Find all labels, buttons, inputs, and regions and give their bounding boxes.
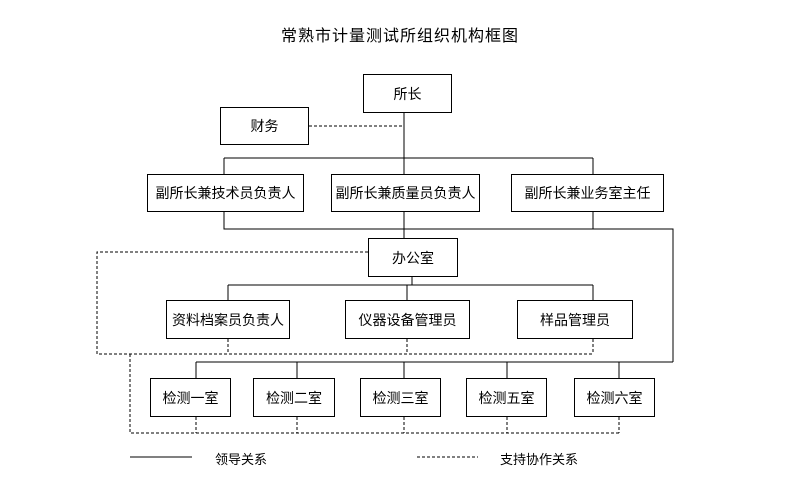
node-lab: 检测六室	[574, 378, 655, 417]
node-finance: 财务	[220, 107, 309, 145]
node-equipment-manager: 仪器设备管理员	[345, 300, 470, 339]
connector-line	[223, 212, 674, 362]
legend-leadership-label: 领导关系	[215, 453, 268, 468]
node-lab: 检测三室	[360, 378, 441, 417]
node-director: 所长	[363, 74, 452, 113]
node-deputy-tech: 副所长兼技术员负责人	[147, 174, 304, 212]
node-archivist: 资料档案员负责人	[166, 300, 290, 339]
node-deputy-quality: 副所长兼质量员负责人	[331, 174, 480, 212]
dashed-connector-line	[96, 251, 593, 355]
node-deputy-business: 副所长兼业务室主任	[511, 174, 664, 212]
node-sample-manager: 样品管理员	[517, 300, 633, 339]
node-lab: 检测二室	[253, 378, 335, 417]
chart-title: 常熟市计量测试所组织机构框图	[280, 26, 519, 45]
node-office: 办公室	[368, 238, 458, 277]
dashed-connector-line	[129, 354, 619, 434]
legend-support-label: 支持协作关系	[500, 453, 579, 468]
node-lab: 检测五室	[466, 378, 547, 417]
node-lab: 检测一室	[150, 378, 231, 417]
